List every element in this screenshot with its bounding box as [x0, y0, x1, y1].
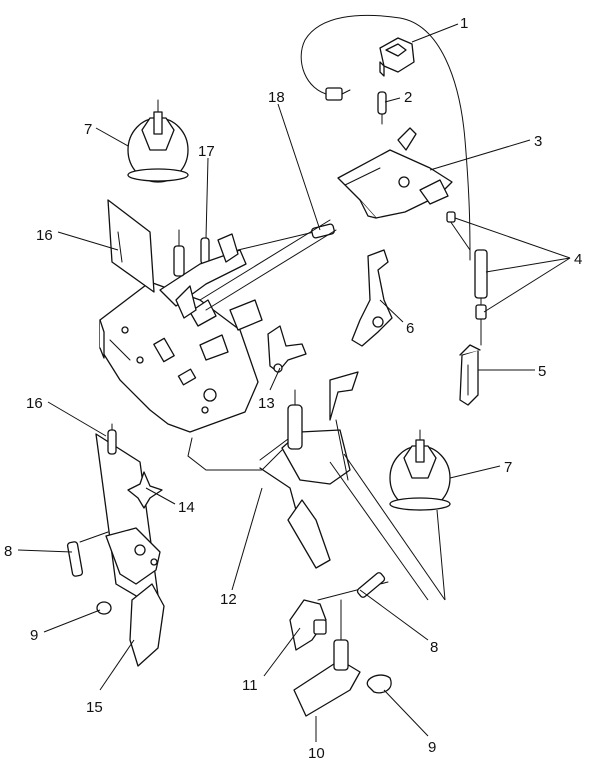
callout-9-left: 9 [30, 627, 38, 644]
callout-5: 5 [538, 363, 546, 380]
part-7-reel-upper [127, 99, 189, 183]
callout-10: 10 [308, 745, 325, 762]
part-10-base [293, 599, 361, 717]
part-18-rod [237, 223, 335, 251]
callout-3: 3 [534, 133, 542, 150]
callout-8-left: 8 [4, 543, 12, 560]
callout-labels: 1 2 3 4 5 6 7 7 8 8 9 9 10 11 12 13 14 1… [4, 15, 582, 762]
part-16-lower-plate [95, 423, 161, 611]
part-3-bracket [337, 127, 453, 219]
callout-4: 4 [574, 251, 582, 268]
callout-16-upper: 16 [36, 227, 53, 244]
upper-chassis-assembly [159, 219, 337, 361]
callout-2: 2 [404, 89, 412, 106]
part-14-star-piece [127, 471, 163, 509]
part-8-spring-left [66, 531, 109, 577]
part-9-clip-right [366, 674, 392, 694]
part-12-frame [187, 429, 331, 569]
callout-6: 6 [406, 320, 414, 337]
part-11-bracket [289, 599, 327, 651]
callout-7-upper: 7 [84, 121, 92, 138]
part-2-pin [377, 91, 387, 125]
callout-15: 15 [86, 699, 103, 716]
callout-18: 18 [268, 89, 285, 106]
callout-13: 13 [258, 395, 275, 412]
callout-8-right: 8 [430, 639, 438, 656]
callout-14: 14 [178, 499, 195, 516]
part-8-rod-right [317, 572, 389, 601]
cable-sleeve-upper [446, 211, 471, 251]
part-motor-block [281, 371, 359, 485]
part-15-lower-lever [105, 527, 165, 667]
part-5-handle [459, 344, 481, 406]
callout-9-right: 9 [428, 739, 436, 756]
callout-1: 1 [460, 15, 468, 32]
cable-wire [300, 14, 471, 261]
cable-plug-left [325, 87, 351, 101]
part-9-clip-left [96, 601, 112, 615]
callout-7-lower: 7 [504, 459, 512, 476]
cable-sleeve-lower [474, 249, 488, 346]
part-16-upper-plate [107, 199, 155, 293]
callout-17: 17 [198, 143, 215, 160]
part-1-clip [379, 37, 415, 77]
part-7-reel-lower [389, 429, 451, 511]
callout-11: 11 [242, 677, 258, 694]
leader-lines [17, 23, 571, 742]
part-6-lever [351, 249, 393, 347]
callout-12: 12 [220, 591, 237, 608]
part-13-arm [267, 325, 307, 373]
callout-16-lower: 16 [26, 395, 43, 412]
